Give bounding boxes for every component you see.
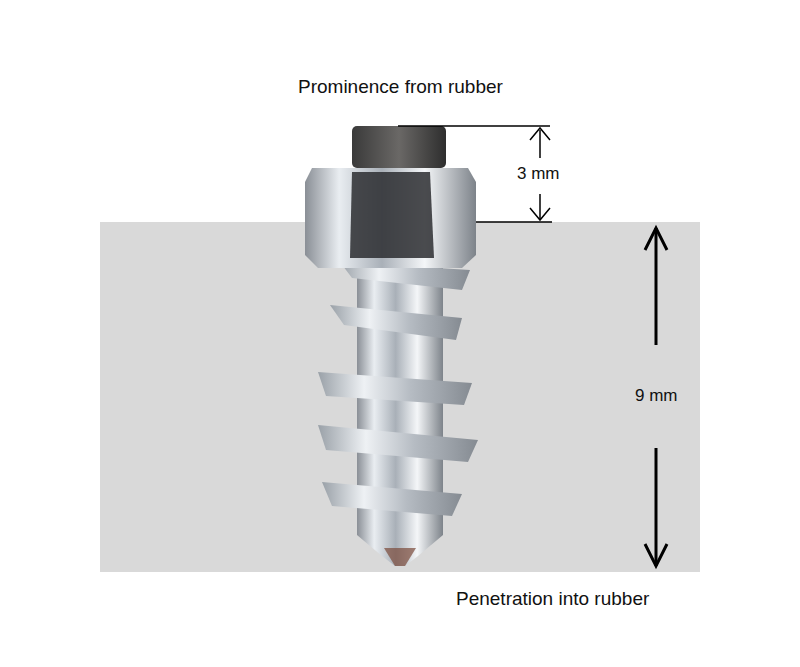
hex-head: [305, 168, 476, 268]
dimension-label: 3 mm: [514, 163, 563, 185]
heading-label: Prominence from rubber: [298, 76, 503, 99]
carbide-tip: [352, 126, 446, 168]
screw-point: [384, 548, 416, 566]
caption-label: Penetration into rubber: [456, 588, 649, 611]
dimension-label: 9 mm: [632, 385, 681, 407]
hex-shadow: [350, 172, 434, 258]
screw-threads: [318, 262, 478, 516]
rubber-block: [100, 222, 700, 572]
